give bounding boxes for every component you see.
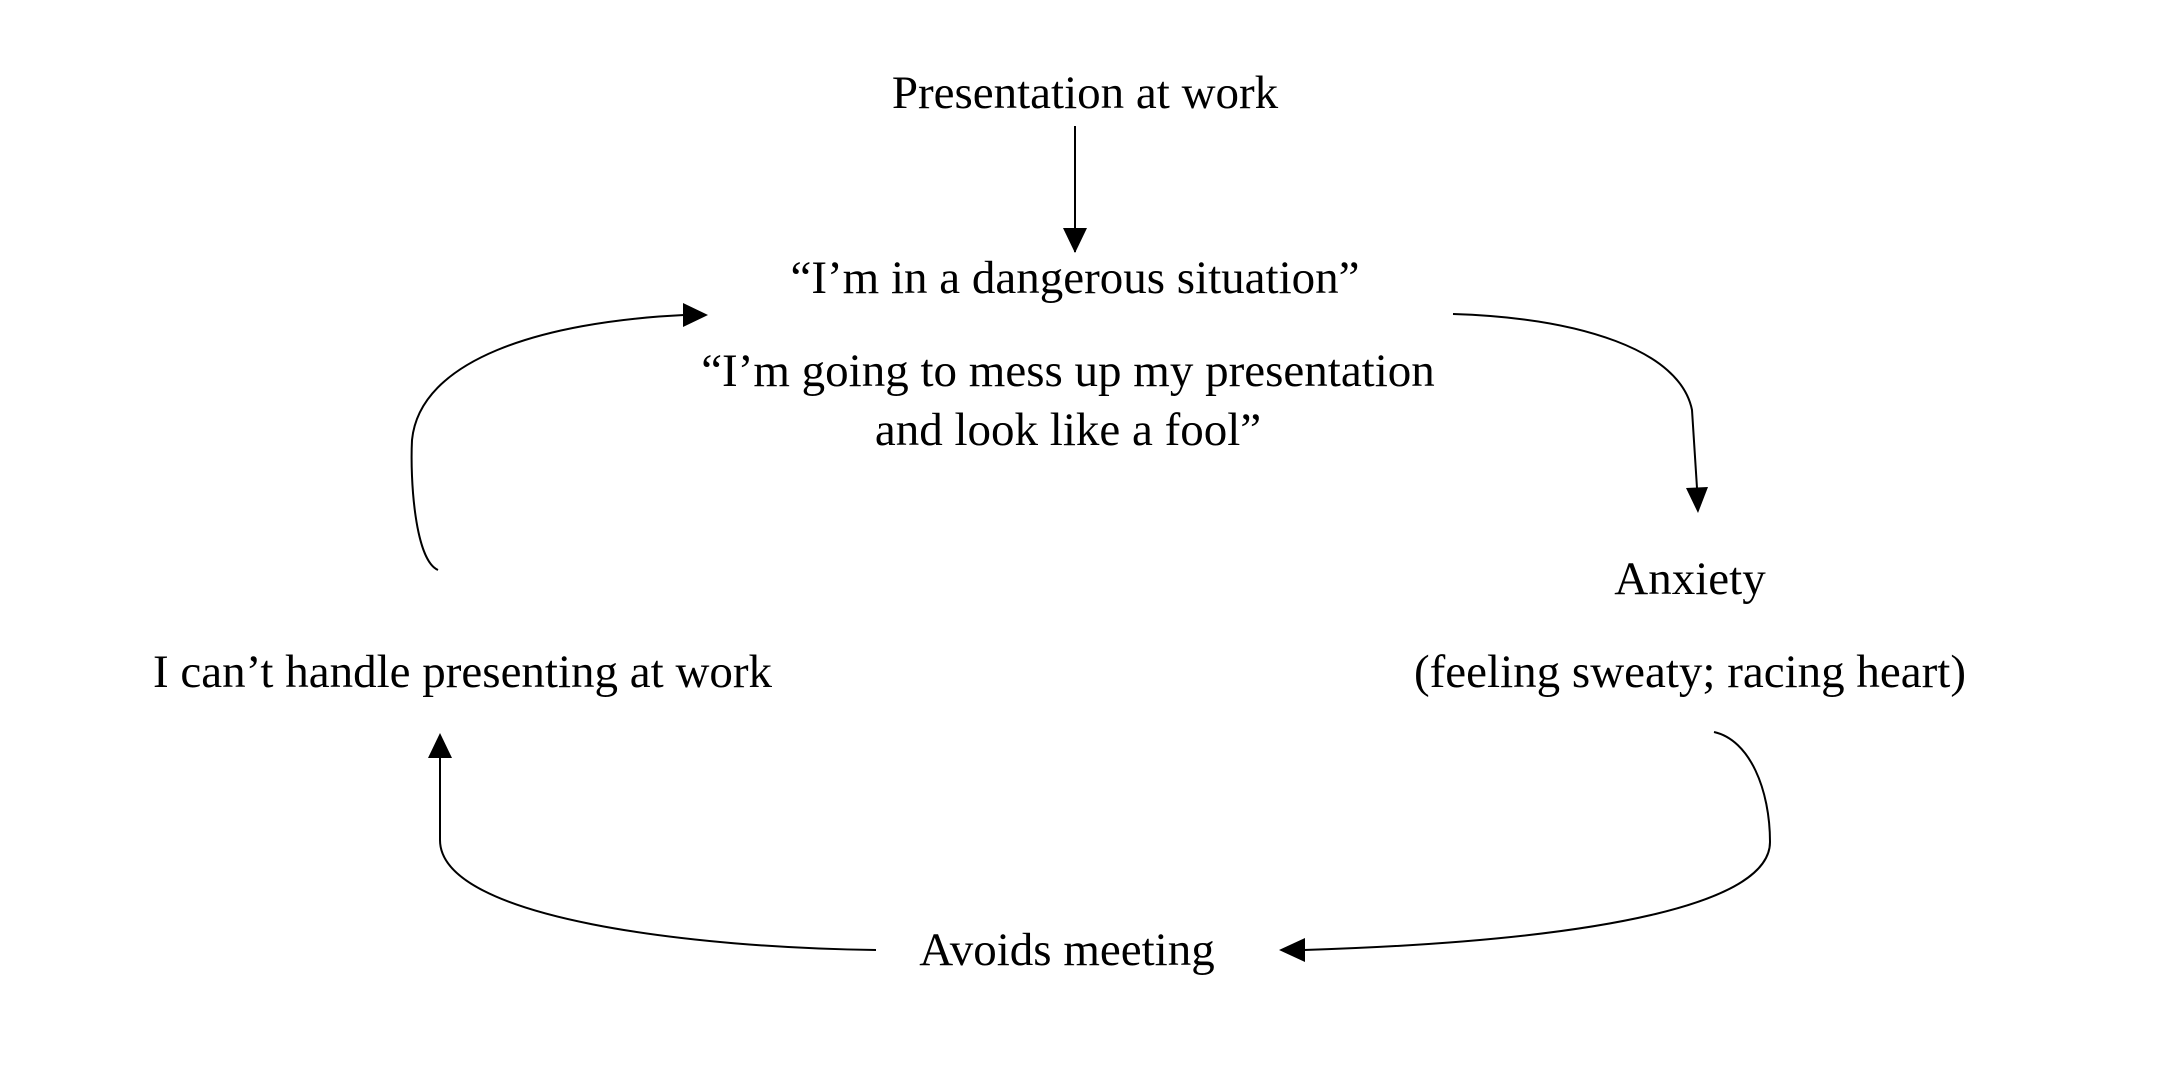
arrowhead-thought xyxy=(683,303,708,327)
arrow-avoidance-to-belief xyxy=(439,758,877,951)
arrow-anxiety-to-avoidance xyxy=(1303,731,1772,951)
arrow-belief-to-thought xyxy=(410,314,685,571)
thought-line-1: “I’m going to mess up my presentation xyxy=(701,345,1435,397)
thought-line-2: and look like a fool” xyxy=(874,403,1262,456)
node-thought-danger: “I’m in a dangerous situation” xyxy=(790,252,1360,304)
node-trigger: Presentation at work xyxy=(891,67,1279,119)
node-behavior-avoidance: Avoids meeting xyxy=(919,924,1215,976)
arrow-thought-to-anxiety xyxy=(1452,313,1698,489)
node-physical-symptoms: (feeling sweaty; racing heart) xyxy=(1414,646,1966,698)
node-thought-mess-up: “I’m going to mess up my presentation an… xyxy=(701,342,1435,460)
node-belief: I can’t handle presenting at work xyxy=(153,646,773,698)
arrowhead-belief xyxy=(428,733,452,758)
arrowhead-avoidance xyxy=(1279,938,1305,962)
arrowhead-trigger xyxy=(1063,228,1087,253)
node-emotion-anxiety: Anxiety xyxy=(1614,553,1766,605)
arrowhead-anxiety xyxy=(1686,487,1708,513)
